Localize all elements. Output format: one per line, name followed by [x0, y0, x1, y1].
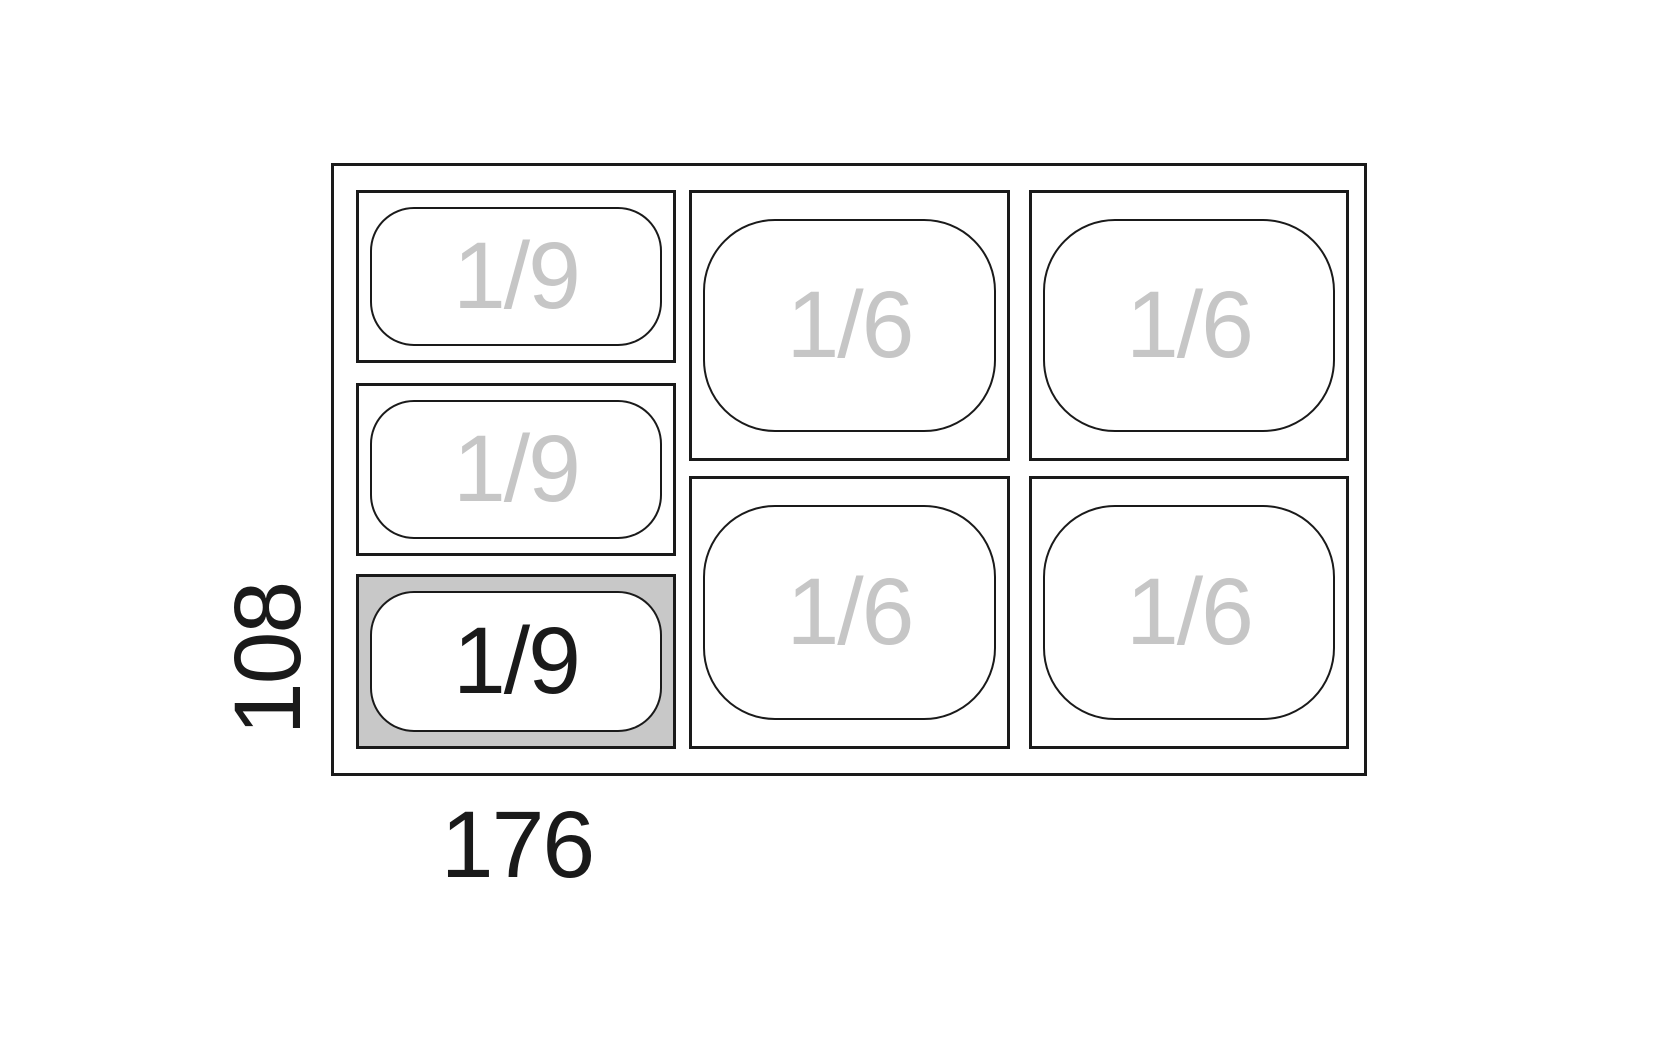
- compartment-1-9-middle: 1/9: [356, 383, 676, 556]
- pan-outline-1-6-right-bottom: 1/6: [1043, 505, 1335, 720]
- pan-outline-1-9-middle: 1/9: [370, 400, 662, 539]
- pan-outline-1-6-middle-bottom: 1/6: [703, 505, 996, 720]
- pan-outline-1-6-middle-top: 1/6: [703, 219, 996, 432]
- pan-size-label: 1/6: [786, 559, 914, 665]
- pan-size-label: 1/6: [1125, 559, 1254, 665]
- compartment-1-9-top: 1/9: [356, 190, 676, 363]
- compartment-1-6-right-top: 1/6: [1029, 190, 1349, 461]
- compartment-1-6-middle-bottom: 1/6: [689, 476, 1010, 749]
- pan-outline-1-9-top: 1/9: [370, 207, 662, 346]
- compartment-1-6-right-bottom: 1/6: [1029, 476, 1349, 749]
- pan-outline-1-6-right-top: 1/6: [1043, 219, 1335, 432]
- pan-size-label: 1/6: [786, 272, 914, 378]
- pan-size-label: 1/6: [1125, 272, 1254, 378]
- dimension-width-label: 176: [440, 792, 596, 898]
- dimension-height-label: 108: [215, 582, 321, 736]
- pan-size-label: 1/9: [452, 223, 581, 329]
- compartment-1-6-middle-top: 1/6: [689, 190, 1010, 461]
- pan-outline-1-9-bottom: 1/9: [370, 591, 662, 732]
- compartment-1-9-bottom-highlighted: 1/9: [356, 574, 676, 749]
- pan-size-label: 1/9: [452, 608, 581, 714]
- pan-size-label: 1/9: [452, 416, 581, 522]
